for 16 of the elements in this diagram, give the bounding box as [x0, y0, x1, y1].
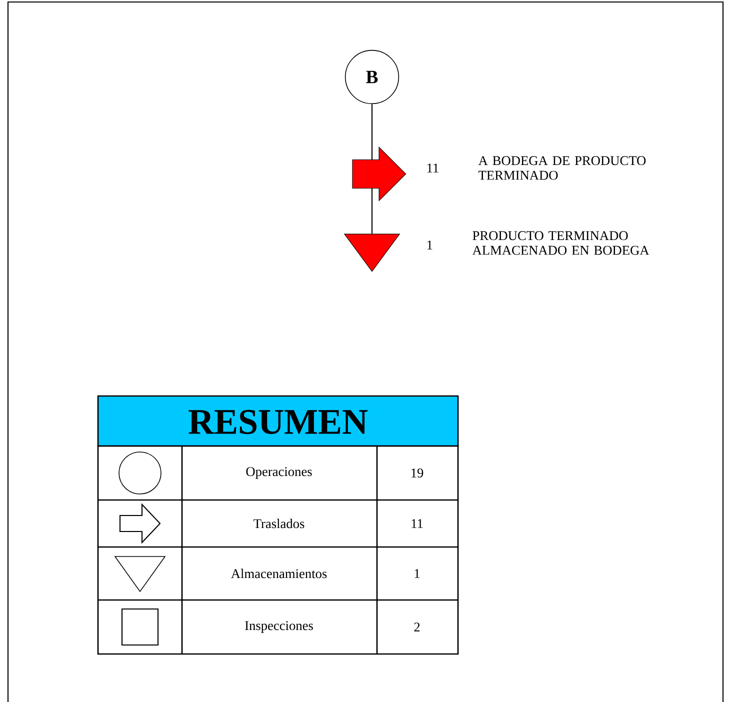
table-cell: Inspecciones	[245, 621, 313, 633]
step-number: 1	[427, 240, 432, 250]
table-cell: Almacenamientos	[231, 568, 327, 578]
table-cell: 19	[412, 468, 424, 478]
step-number: 11	[427, 164, 438, 172]
table-cell: 2	[414, 622, 420, 632]
step-description: PRODUCTO TERMINADO ALMACENADO EN BODEGA	[472, 231, 650, 255]
table-cell: 1	[414, 569, 420, 578]
table-cell: Traslados	[254, 518, 304, 528]
table-header: RESUMEN	[97, 395, 459, 447]
table-cell: 11	[412, 519, 423, 528]
transport-arrow	[352, 146, 406, 202]
flow-line	[371, 104, 373, 160]
flow-line	[371, 188, 373, 234]
table-cell: Operaciones	[246, 467, 312, 479]
step-description: A BODEGA DE PRODUCTO TERMINADO	[478, 156, 646, 180]
